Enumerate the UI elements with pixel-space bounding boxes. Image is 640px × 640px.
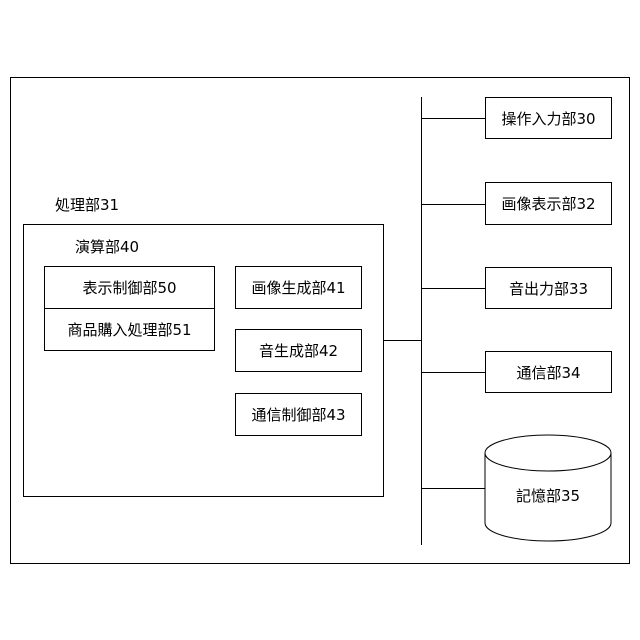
storage-cylinder-top [485, 435, 611, 471]
bus-branch-operation-input [421, 118, 485, 119]
communication-control-module: 通信制御部43 [235, 393, 362, 436]
image-display-unit: 画像表示部32 [485, 182, 612, 225]
operation-input-unit: 操作入力部30 [485, 97, 612, 139]
bus-branch-image-display [421, 204, 485, 205]
product-purchase-module: 商品購入処理部51 [44, 308, 215, 351]
storage-label: 記憶部35 [516, 487, 580, 505]
sound-generation-module: 音生成部42 [235, 329, 362, 372]
arithmetic-unit-label: 演算部40 [75, 236, 139, 257]
image-generation-module: 画像生成部41 [235, 266, 362, 309]
bus-branch-sound-output [421, 288, 485, 289]
bus-line [421, 97, 422, 545]
communication-unit: 通信部34 [485, 351, 612, 393]
processing-unit-label: 処理部31 [55, 194, 119, 215]
sound-output-unit: 音出力部33 [485, 267, 612, 309]
bus-branch-storage [421, 488, 485, 489]
display-control-module: 表示制御部50 [44, 266, 215, 309]
bus-branch-communication [421, 372, 485, 373]
storage-cylinder: 記憶部35 [484, 434, 614, 542]
processing-to-bus-line [384, 340, 422, 341]
